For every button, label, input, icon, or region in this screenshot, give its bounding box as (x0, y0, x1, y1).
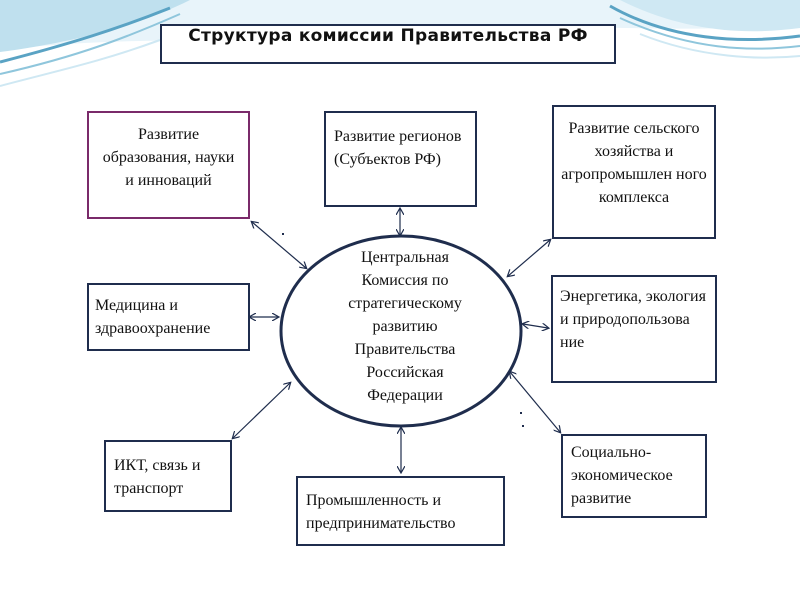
node-agriculture: Развитие сельского хозяйства и агропромы… (552, 105, 716, 239)
central-line-3: стратегическому (348, 295, 462, 312)
node-social: Социально-экономическое развитие (561, 434, 707, 518)
node-medicine-label: Медицина и здравоохранение (95, 297, 211, 337)
node-education-label: Развитие образования, науки и инноваций (102, 126, 235, 189)
arrow-education (252, 222, 306, 268)
node-regions-label: Развитие регионов (Субъектов РФ) (334, 128, 462, 168)
stray-dot (520, 412, 522, 414)
node-energy-label: Энергетика, экология и природопользова н… (560, 288, 706, 351)
central-line-4: развитию (372, 318, 438, 335)
central-commission-label: Центральная Комиссия по стратегическому … (305, 246, 505, 416)
central-line-2: Комиссия по (361, 272, 449, 289)
central-line-7: Федерации (367, 387, 443, 404)
central-line-1: Центральная (361, 249, 449, 266)
node-ict: ИКТ, связь и транспорт (104, 440, 232, 512)
node-education: Развитие образования, науки и инноваций (87, 111, 250, 219)
node-social-label: Социально-экономическое развитие (571, 444, 673, 507)
arrow-social (510, 372, 560, 432)
arrow-energy (523, 324, 548, 328)
central-line-6: Российская (366, 364, 444, 381)
page-title: Структура комиссии Правительства РФ (160, 24, 616, 64)
node-medicine: Медицина и здравоохранение (87, 283, 250, 351)
node-regions: Развитие регионов (Субъектов РФ) (324, 111, 477, 207)
node-energy: Энергетика, экология и природопользова н… (551, 275, 717, 383)
node-ict-label: ИКТ, связь и транспорт (114, 457, 201, 497)
node-agriculture-label: Развитие сельского хозяйства и агропромы… (561, 120, 707, 206)
node-industry-label: Промышленность и предпринимательство (306, 492, 456, 532)
arrow-agriculture (508, 240, 550, 276)
stray-dot (522, 425, 524, 427)
central-line-5: Правительства (354, 341, 456, 358)
node-industry: Промышленность и предпринимательство (296, 476, 505, 546)
arrow-ict (233, 383, 290, 438)
stray-dot (282, 233, 284, 235)
